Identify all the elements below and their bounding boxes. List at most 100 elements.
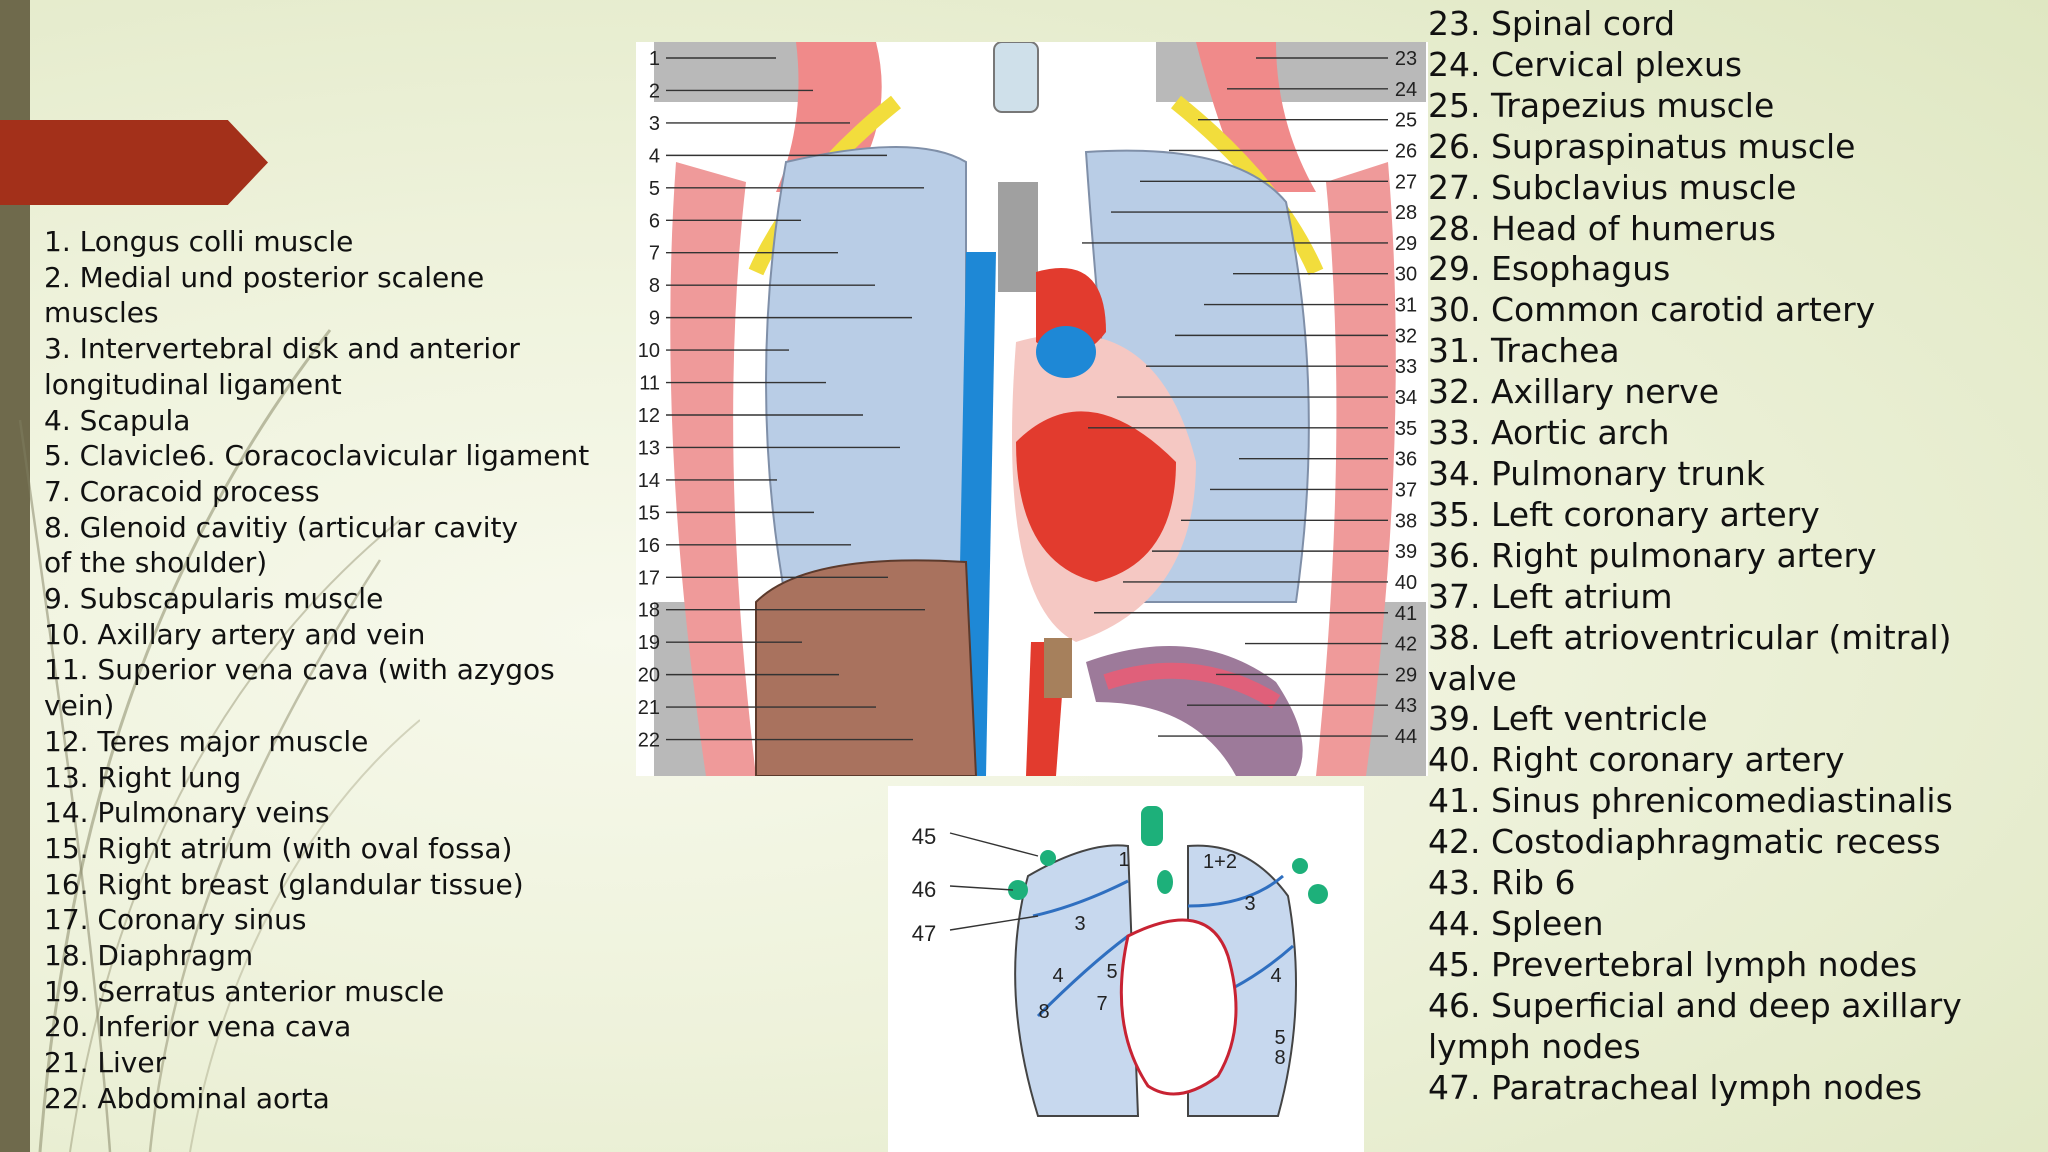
right-number-1: 24 <box>1395 79 1417 101</box>
right-legend-item-13: 36. Right pulmonary artery <box>1428 535 1877 575</box>
right-legend-item-16: 39. Left ventricle <box>1428 699 1708 739</box>
left-legend-item-10: 12. Teres major muscle <box>44 724 369 758</box>
right-legend-item-17: 40. Right coronary artery <box>1428 740 1845 780</box>
left-legend-item-6: 8. Glenoid cavitiy (articular cavity of … <box>44 510 519 580</box>
right-legend-item-11: 34. Pulmonary trunk <box>1428 453 1765 493</box>
right-legend-item-19: 42. Costodiaphragmatic recess <box>1428 822 1941 862</box>
right-number-3: 26 <box>1395 140 1417 162</box>
right-number-21: 43 <box>1395 695 1417 717</box>
right-legend-item-23: 46. Superficial and deep axillary lymph … <box>1428 985 1962 1066</box>
left-legend-item-16: 18. Diaphragm <box>44 939 254 973</box>
right-legend-item-22: 45. Prevertebral lymph nodes <box>1428 944 1918 984</box>
right-number-10: 33 <box>1395 356 1417 378</box>
left-legend-item-20: 22. Abdominal aorta <box>44 1081 330 1115</box>
right-legend-item-15: 38. Left atrioventricular (mitral) valve <box>1428 617 1952 698</box>
decorative-grass <box>18 329 420 1152</box>
right-number-19: 42 <box>1395 634 1417 656</box>
right-legend-item-7: 30. Common carotid artery <box>1428 290 1876 330</box>
lung-segment-0: 1 <box>1118 849 1129 871</box>
right-number-17: 40 <box>1395 572 1417 594</box>
left-number-1: 2 <box>649 80 660 102</box>
right-legend-item-18: 41. Sinus phrenicomediastinalis <box>1428 781 1953 821</box>
lung-segment-7: 7 <box>1096 993 1107 1015</box>
left-legend-item-12: 14. Pulmonary veins <box>44 796 330 830</box>
lung-segment-10: 8 <box>1274 1047 1285 1069</box>
right-number-8: 31 <box>1395 295 1417 317</box>
right-legend-item-5: 28. Head of humerus <box>1428 208 1776 248</box>
right-number-20: 29 <box>1395 664 1417 686</box>
lung-segment-9: 5 <box>1274 1027 1285 1049</box>
right-number-13: 36 <box>1395 449 1417 471</box>
right-legend-item-10: 33. Aortic arch <box>1428 413 1670 453</box>
left-number-6: 7 <box>649 243 660 265</box>
left-number-16: 17 <box>638 567 660 589</box>
left-legend-item-18: 20. Inferior vena cava <box>44 1010 352 1044</box>
left-number-11: 12 <box>638 405 660 427</box>
right-number-0: 23 <box>1395 48 1417 70</box>
left-number-8: 9 <box>649 308 660 330</box>
left-legend-item-7: 9. Subscapularis muscle <box>44 582 384 616</box>
right-legend-item-20: 43. Rib 6 <box>1428 863 1576 903</box>
left-legend-item-13: 15. Right atrium (with oval fossa) <box>44 831 513 865</box>
right-legend-item-1: 24. Cervical plexus <box>1428 44 1743 84</box>
left-legend-item-5: 7. Coracoid process <box>44 474 320 508</box>
right-legend-item-0: 23. Spinal cord <box>1428 4 1676 43</box>
left-number-4: 5 <box>649 178 660 200</box>
right-number-7: 30 <box>1395 264 1417 286</box>
right-number-14: 37 <box>1395 479 1417 501</box>
left-legend-item-17: 19. Serratus anterior muscle <box>44 974 445 1008</box>
left-number-2: 3 <box>649 113 660 135</box>
left-legend-item-2: 3. Intervertebral disk and anterior long… <box>44 332 520 401</box>
left-legend-item-9: 11. Superior vena cava (with azygos vein… <box>44 653 555 723</box>
lung-segment-3: 3 <box>1244 893 1255 915</box>
leader-lines <box>666 57 1388 741</box>
lung-segment-2: 3 <box>1074 913 1085 935</box>
right-legend-item-12: 35. Left coronary artery <box>1428 494 1820 534</box>
lung-segment-8: 8 <box>1038 1001 1049 1023</box>
right-number-4: 27 <box>1395 171 1417 193</box>
left-number-12: 13 <box>638 437 660 459</box>
left-number-13: 14 <box>638 470 660 492</box>
lung-segment-4: 4 <box>1052 965 1063 987</box>
left-number-7: 8 <box>649 275 660 297</box>
right-number-15: 38 <box>1395 510 1417 532</box>
lung-segment-1: 1+2 <box>1203 851 1237 873</box>
right-number-5: 28 <box>1395 202 1417 224</box>
left-number-18: 19 <box>638 632 660 654</box>
left-number-14: 15 <box>638 502 660 524</box>
left-number-17: 18 <box>638 600 660 622</box>
right-legend-item-9: 32. Axillary nerve <box>1428 372 1720 412</box>
left-number-21: 22 <box>638 730 660 752</box>
lymph-callout-1: 46 <box>912 877 936 902</box>
right-number-11: 34 <box>1395 387 1417 409</box>
right-number-labels: 2324252627282930313233343536373839404142… <box>1395 48 1417 748</box>
left-number-0: 1 <box>649 48 660 70</box>
left-legend-item-0: 1. Longus colli muscle <box>44 225 354 258</box>
left-number-20: 21 <box>638 697 660 719</box>
right-number-12: 35 <box>1395 418 1417 440</box>
lung-segment-6: 4 <box>1270 965 1281 987</box>
left-number-10: 11 <box>639 373 660 395</box>
left-legend-item-11: 13. Right lung <box>44 760 242 794</box>
left-legend-item-8: 10. Axillary artery and vein <box>44 617 426 651</box>
right-legend-item-8: 31. Trachea <box>1428 331 1620 371</box>
left-number-9: 10 <box>638 340 660 362</box>
left-number-5: 6 <box>649 210 660 232</box>
right-number-2: 25 <box>1395 110 1417 132</box>
right-legend-item-21: 44. Spleen <box>1428 903 1604 943</box>
right-legend-item-2: 25. Trapezius muscle <box>1428 85 1775 125</box>
left-number-3: 4 <box>649 145 660 167</box>
right-legend-item-14: 37. Left atrium <box>1428 576 1673 616</box>
left-legend-item-3: 4. Scapula <box>44 403 191 437</box>
left-legend-item-14: 16. Right breast (glandular tissue) <box>44 867 524 901</box>
lymph-callout-2: 47 <box>912 921 936 946</box>
right-legend-item-6: 29. Esophagus <box>1428 249 1671 289</box>
right-number-16: 39 <box>1395 541 1417 563</box>
left-legend-item-1: 2. Medial und posterior scalene muscles <box>44 260 485 330</box>
